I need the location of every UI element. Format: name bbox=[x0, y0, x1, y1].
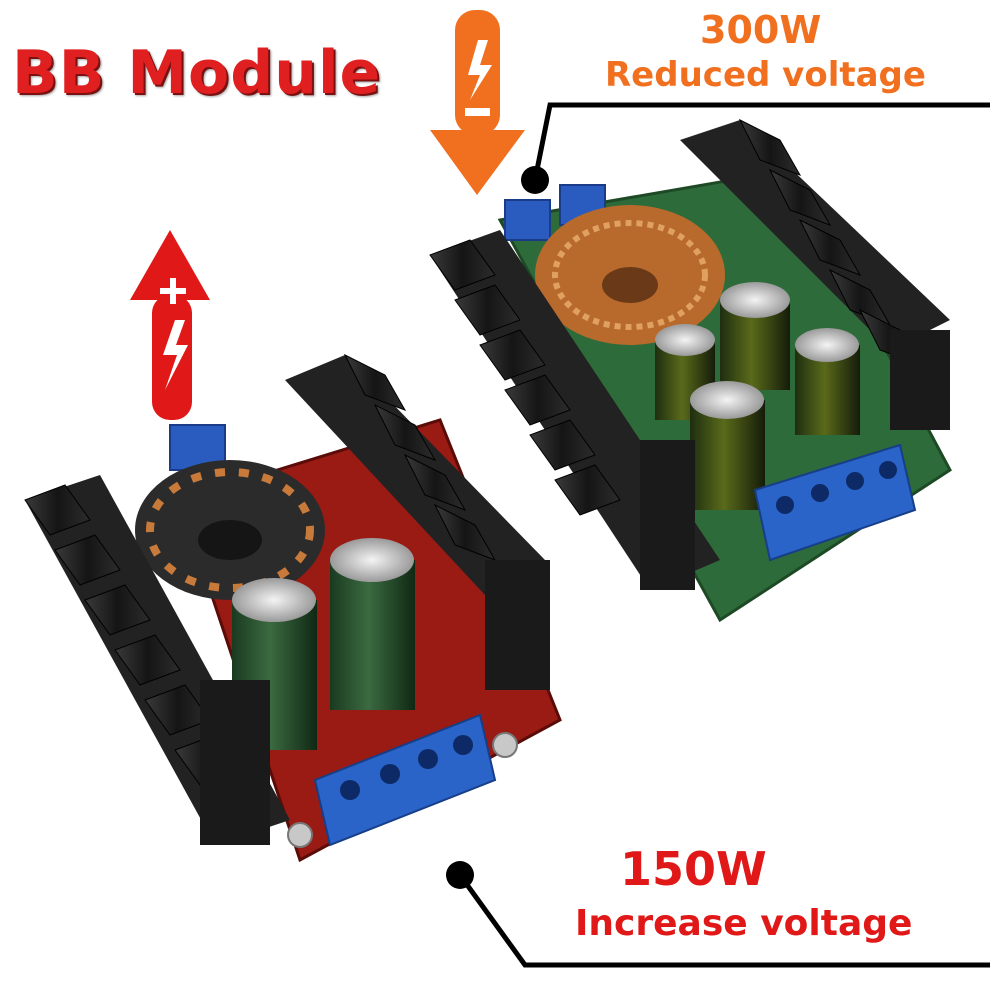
capacitor-icon bbox=[232, 578, 317, 750]
capacitor-icon bbox=[690, 381, 765, 510]
terminal-block-icon bbox=[753, 443, 917, 562]
heatsink-icon bbox=[285, 353, 550, 690]
potentiometer-icon bbox=[504, 199, 551, 241]
capacitor-icon bbox=[330, 538, 415, 710]
boost-power-label: 150W bbox=[620, 842, 767, 896]
capacitor-icon bbox=[720, 282, 790, 390]
boost-module bbox=[24, 353, 562, 863]
mounting-nut-icon bbox=[287, 822, 313, 848]
buck-power-label: 300W bbox=[700, 8, 822, 52]
capacitor-icon bbox=[795, 328, 860, 435]
buck-description-label: Reduced voltage bbox=[605, 55, 926, 95]
heatsink-icon bbox=[429, 230, 720, 590]
page-title: BB Module bbox=[12, 38, 382, 108]
callout-line-boost bbox=[446, 861, 990, 968]
up-arrow-icon bbox=[130, 230, 210, 420]
heatsink-icon bbox=[680, 118, 950, 430]
down-arrow-icon bbox=[430, 10, 525, 195]
callout-line-buck bbox=[521, 102, 990, 194]
terminal-block-icon bbox=[313, 713, 497, 847]
toroid-coil-icon bbox=[535, 205, 725, 345]
mounting-nut-icon bbox=[492, 732, 518, 758]
boost-description-label: Increase voltage bbox=[575, 903, 913, 944]
buck-module bbox=[429, 118, 952, 623]
heatsink-icon bbox=[24, 475, 290, 845]
toroid-coil-icon bbox=[135, 460, 325, 600]
